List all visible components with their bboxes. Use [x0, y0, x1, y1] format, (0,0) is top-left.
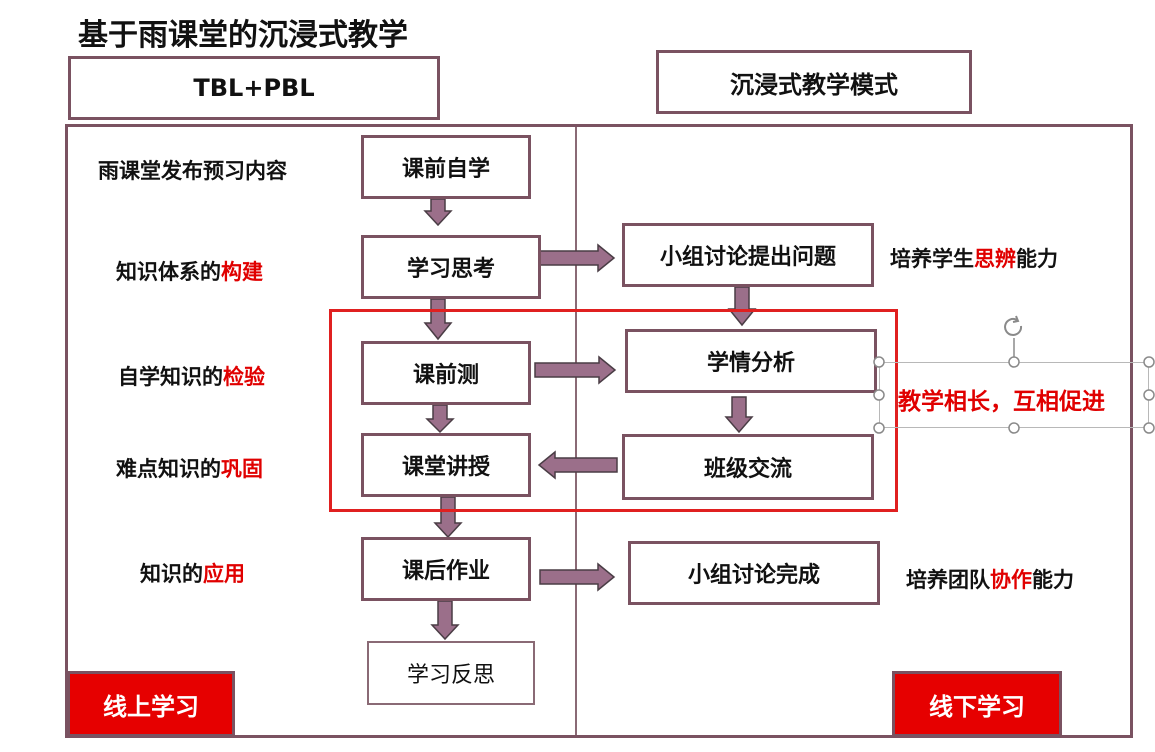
box-study-thinking: 学习思考: [361, 235, 541, 299]
arrow-down-3: [425, 404, 455, 434]
header-tbl-pbl: TBL+PBL: [68, 56, 440, 120]
box-group-discussion-questions: 小组讨论提出问题: [622, 223, 874, 287]
box-group-discussion-complete: 小组讨论完成: [628, 541, 880, 605]
arrow-down-right-2: [724, 396, 754, 434]
online-offline-divider: [575, 127, 577, 735]
arrow-right-2: [534, 355, 617, 385]
arrow-down-1: [423, 198, 453, 227]
box-learning-reflection: 学习反思: [367, 641, 535, 705]
left-label-4: 难点知识的巩固: [116, 457, 263, 481]
left-label-3: 自学知识的检验: [118, 365, 265, 389]
arrow-right-3: [539, 562, 616, 592]
header-immersive-mode: 沉浸式教学模式: [656, 50, 972, 114]
box-pre-class-test: 课前测: [361, 341, 531, 405]
box-homework: 课后作业: [361, 537, 531, 601]
tag-offline-learning: 线下学习: [892, 671, 1062, 737]
main-frame: [65, 124, 1133, 738]
box-pre-class-self-study: 课前自学: [361, 135, 531, 199]
callout-text: 教学相长，互相促进: [898, 389, 1105, 415]
right-label-critical-thinking: 培养学生思辨能力: [890, 247, 1058, 271]
left-label-5: 知识的应用: [140, 562, 245, 586]
diagram-title: 基于雨课堂的沉浸式教学: [78, 18, 408, 53]
left-label-2: 知识体系的构建: [116, 260, 263, 284]
tag-online-learning: 线上学习: [67, 671, 235, 737]
arrow-left-1: [537, 450, 618, 480]
arrow-down-5: [430, 600, 460, 641]
callout-textbox[interactable]: 教学相长，互相促进: [879, 362, 1149, 428]
box-classroom-lecture: 课堂讲授: [361, 433, 531, 497]
arrow-down-4: [433, 496, 463, 539]
interaction-highlight-frame: [329, 309, 898, 512]
arrow-right-1: [539, 243, 616, 273]
left-label-1: 雨课堂发布预习内容: [98, 159, 287, 183]
box-learning-analysis: 学情分析: [625, 329, 877, 393]
right-label-teamwork: 培养团队协作能力: [906, 568, 1074, 592]
box-class-exchange: 班级交流: [622, 434, 874, 500]
